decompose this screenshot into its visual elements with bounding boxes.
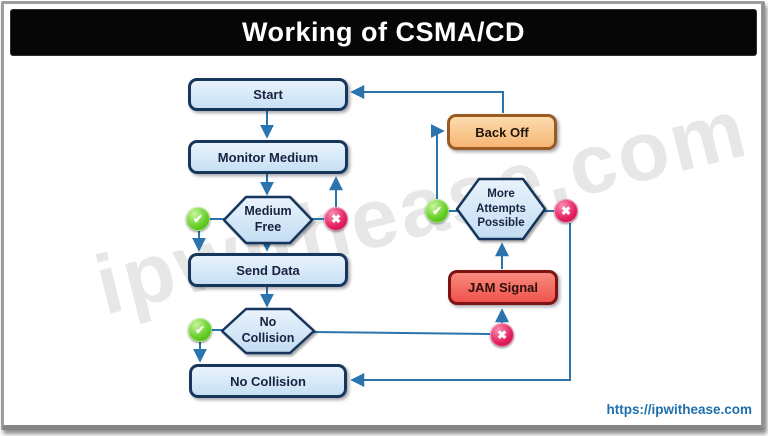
medium-free-line1: Medium xyxy=(244,204,292,219)
decision-hexagon-no-collision xyxy=(220,307,316,355)
start-label: Start xyxy=(253,87,283,102)
cross-glyph: ✖ xyxy=(330,212,342,226)
more-attempts-line3: Possible xyxy=(477,217,525,230)
connector-moreattempts-yes-to-backoff xyxy=(430,124,445,199)
cross-glyph: ✖ xyxy=(496,328,508,342)
no-collision-decision-label: No Collision xyxy=(222,309,314,353)
more-attempts-line2: Attempts xyxy=(476,202,526,215)
check-glyph: ✔ xyxy=(194,323,206,337)
flow-node-no-collision-result: No Collision xyxy=(189,364,347,398)
more-attempts-label: More Attempts Possible xyxy=(457,179,545,239)
failure-icon: ✖ xyxy=(554,199,578,223)
flow-node-jam-signal: JAM Signal xyxy=(448,270,558,305)
medium-free-line2: Free xyxy=(254,220,282,234)
decision-hexagon-medium-free xyxy=(222,195,314,245)
back-off-label: Back Off xyxy=(475,124,529,140)
connector-nocollision-no-to-cross xyxy=(313,331,491,335)
success-icon: ✔ xyxy=(425,199,449,223)
site-link[interactable]: https://ipwithease.com xyxy=(606,402,752,417)
failure-icon: ✖ xyxy=(324,207,348,231)
flow-node-start: Start xyxy=(188,78,348,111)
send-data-label: Send Data xyxy=(236,262,300,278)
connector-moreattempts-no-to-result xyxy=(350,223,571,387)
monitor-medium-label: Monitor Medium xyxy=(217,149,319,165)
success-icon: ✔ xyxy=(188,318,212,342)
check-glyph: ✔ xyxy=(192,212,204,226)
no-collision-line2: Collision xyxy=(241,331,295,345)
title-bar: Working of CSMA/CD xyxy=(10,9,757,56)
success-icon: ✔ xyxy=(186,207,210,231)
more-attempts-line1: More xyxy=(487,187,515,200)
cross-glyph: ✖ xyxy=(560,204,572,218)
failure-icon: ✖ xyxy=(490,323,514,347)
decision-hexagon-more-attempts xyxy=(455,177,547,241)
flow-node-back-off: Back Off xyxy=(447,114,557,150)
connector-backoff-to-start xyxy=(350,85,504,113)
flow-node-send-data: Send Data xyxy=(188,253,348,287)
jam-signal-label: JAM Signal xyxy=(467,280,539,295)
flow-node-monitor-medium: Monitor Medium xyxy=(188,140,348,174)
medium-free-label: Medium Free xyxy=(224,197,312,243)
check-glyph: ✔ xyxy=(431,204,443,218)
no-collision-line1: No xyxy=(259,315,277,330)
page-title: Working of CSMA/CD xyxy=(242,17,525,47)
no-collision-result-label: No Collision xyxy=(230,373,306,389)
